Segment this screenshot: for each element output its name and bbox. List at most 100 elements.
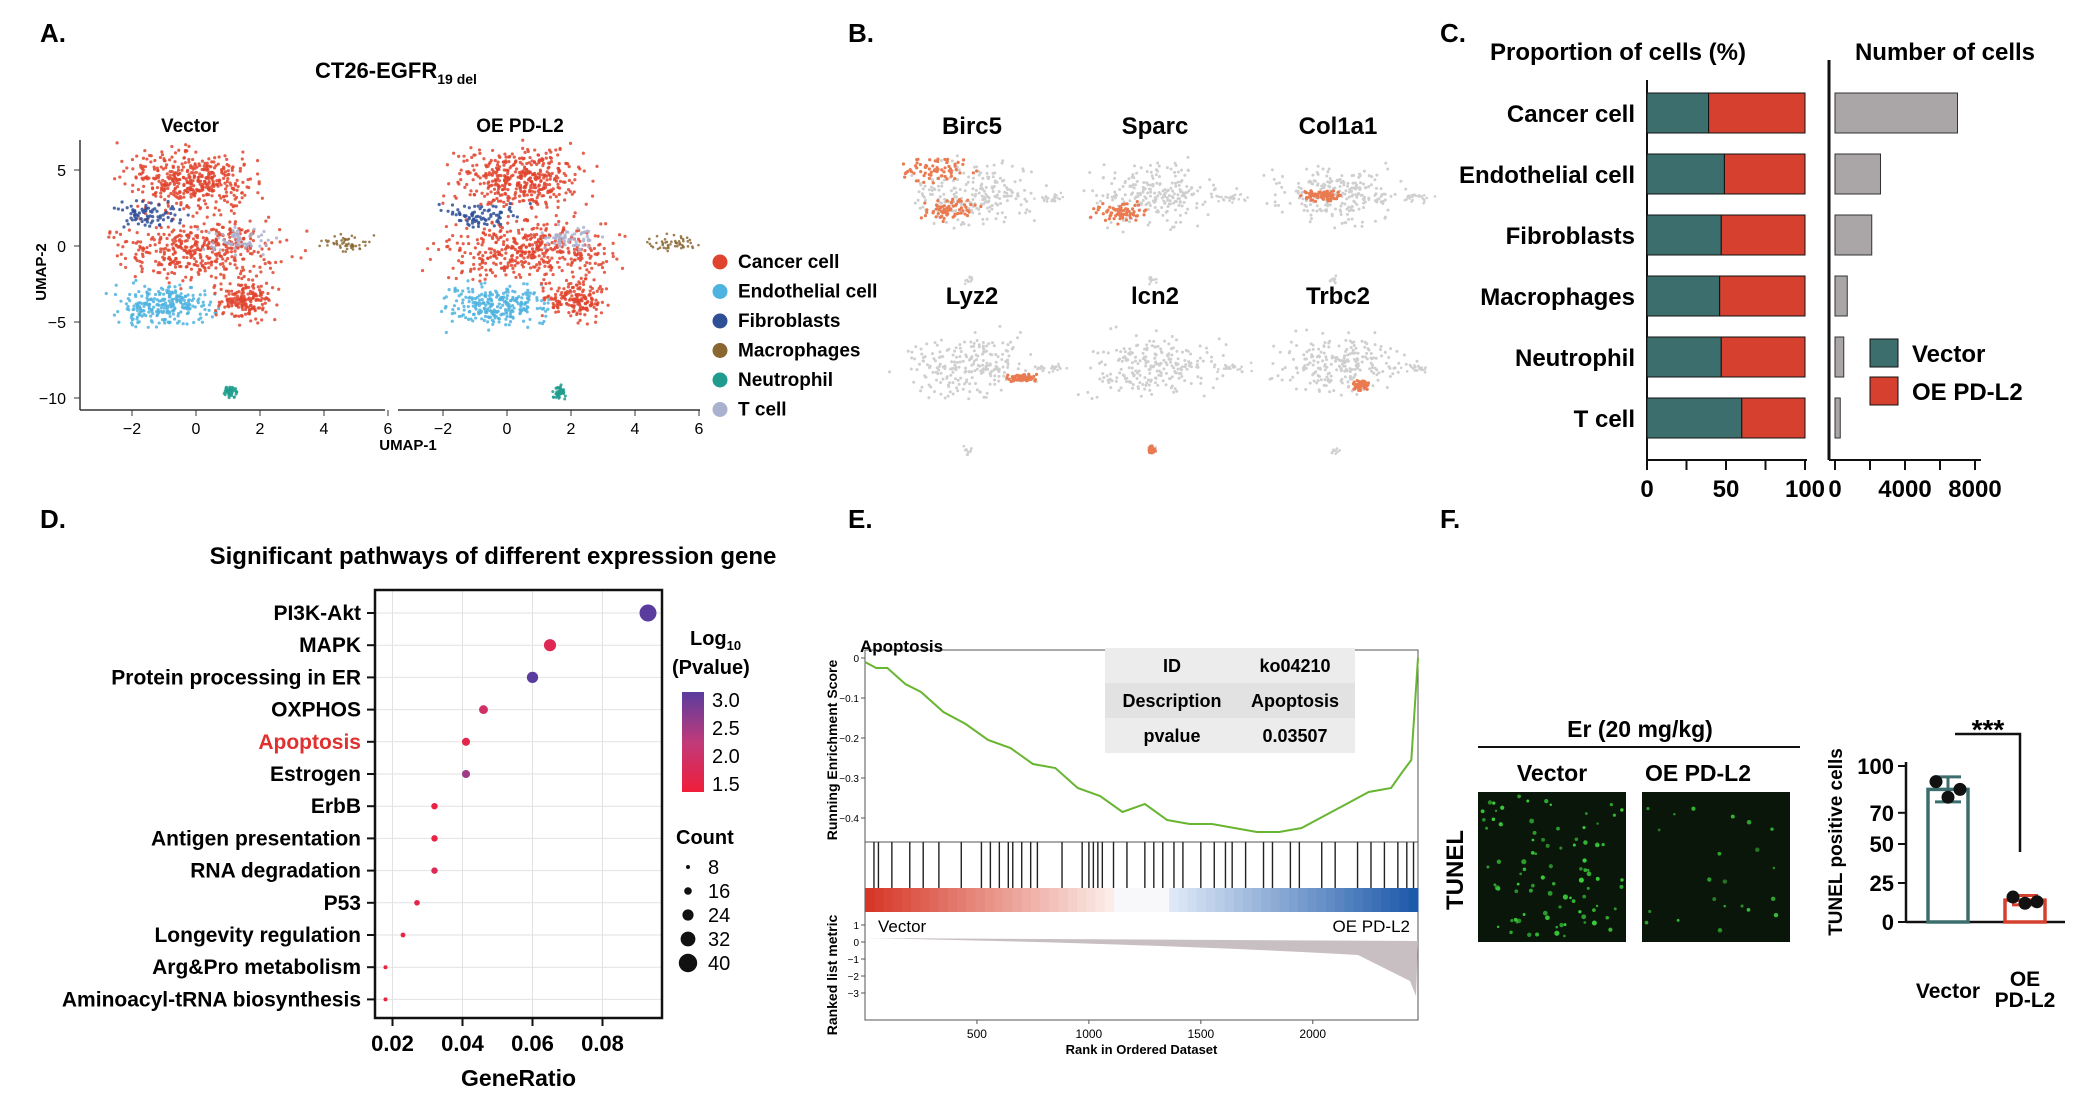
umap-point (120, 200, 124, 204)
umap-grey-point (1369, 183, 1373, 187)
umap-point (258, 265, 262, 269)
umap-grey-point (1143, 387, 1147, 391)
umap-grey-point (916, 198, 920, 202)
umap-point (499, 297, 503, 302)
umap-point (141, 247, 146, 251)
umap-point (488, 309, 493, 313)
umap-point (200, 259, 204, 263)
umap-point (197, 267, 202, 272)
umap-point (681, 237, 685, 241)
umap-grey-point (1173, 170, 1177, 174)
umap-point (567, 238, 571, 242)
umap-point (184, 301, 188, 305)
umap-point (128, 292, 132, 297)
umap-point (142, 312, 146, 316)
umap-highlight-point (949, 171, 953, 175)
umap-grey-point (970, 193, 974, 197)
umap-grey-point (1229, 195, 1232, 199)
umap-highlight-point (971, 171, 975, 175)
umap-point (207, 231, 211, 235)
umap-grey-point (1134, 355, 1138, 359)
umap-point (562, 171, 566, 176)
umap-point (554, 148, 558, 152)
umap-point (178, 229, 183, 233)
umap-point (528, 244, 532, 248)
umap-grey-point (924, 198, 928, 202)
umap-grey-point (1347, 209, 1351, 213)
umap-point (511, 295, 515, 300)
umap-grey-point (1166, 205, 1170, 209)
umap-grey-point (1308, 179, 1312, 183)
umap-grey-point (1205, 350, 1209, 354)
umap-point (166, 175, 170, 179)
umap-grey-point (964, 353, 968, 357)
umap-point (149, 201, 153, 205)
umap-highlight-point (931, 164, 935, 168)
umap-point (467, 223, 471, 227)
umap-point (577, 299, 581, 303)
umap-highlight-point (973, 203, 977, 207)
umap-point (231, 229, 235, 233)
umap-point (461, 298, 465, 302)
legend-label: Neutrophil (738, 370, 833, 391)
umap-point (570, 285, 574, 290)
umap-grey-point (958, 188, 962, 192)
umap-grey-point (981, 363, 985, 367)
umap-grey-point (1143, 195, 1147, 199)
umap-grey-point (1013, 180, 1017, 184)
umap-grey-point (1141, 351, 1145, 355)
umap-highlight-point (942, 170, 946, 174)
umap-grey-point (1135, 376, 1139, 380)
umap-point (275, 303, 279, 307)
umap-grey-point (919, 347, 923, 351)
umap-highlight-point (961, 158, 966, 162)
umap-grey-point (1296, 371, 1300, 375)
umap-grey-point (948, 390, 952, 394)
umap-point (585, 322, 589, 326)
umap-point (244, 245, 248, 249)
umap-grey-point (936, 184, 940, 188)
umap-point (586, 244, 590, 249)
umap-point (566, 262, 570, 266)
umap-grey-point (1141, 199, 1145, 203)
umap-point (129, 321, 134, 325)
umap-grey-point (1367, 174, 1371, 178)
umap-point (579, 276, 583, 280)
umap-point (505, 296, 509, 301)
umap-point (581, 289, 585, 294)
umap-point (134, 294, 138, 299)
umap-grey-point (970, 376, 974, 380)
umap-grey-point (1172, 192, 1176, 196)
umap-point (464, 316, 468, 320)
umap-point (211, 227, 216, 231)
umap-point (222, 198, 227, 203)
umap-grey-point (1162, 367, 1166, 371)
umap-grey-point (954, 191, 958, 195)
umap-grey-point (1179, 220, 1183, 224)
umap-highlight-point (1135, 200, 1139, 204)
umap-grey-point (996, 212, 1000, 216)
umap-highlight-point (1310, 192, 1314, 196)
umap-point (462, 204, 467, 208)
umap-point (229, 250, 234, 254)
umap-grey-point (1157, 362, 1161, 366)
umap-point (131, 167, 135, 171)
umap-point (135, 303, 140, 307)
umap-highlight-point (949, 169, 953, 173)
umap-point (251, 239, 256, 243)
umap-point (172, 271, 177, 276)
umap-grey-point (937, 355, 941, 359)
umap-point (538, 187, 543, 192)
umap-point (562, 287, 566, 291)
umap-grey-point (1173, 199, 1177, 203)
umap-point (584, 273, 588, 277)
umap-grey-point (1102, 376, 1106, 380)
umap-grey-point (1236, 368, 1239, 371)
umap-point (228, 282, 232, 286)
umap-point (179, 292, 183, 296)
umap-point (113, 177, 117, 181)
umap-point (142, 184, 146, 188)
umap-point (457, 154, 461, 158)
umap-point (202, 199, 206, 203)
umap-point (556, 233, 561, 237)
